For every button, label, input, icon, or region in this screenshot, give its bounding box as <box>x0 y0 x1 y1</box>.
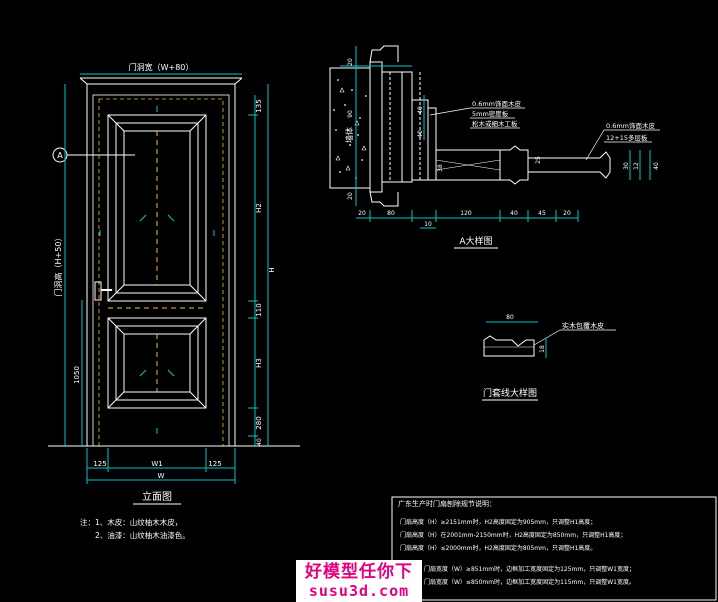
detail-a-top-dim-2: 90 <box>347 110 354 118</box>
detail-a-bottom-dim-3: 120 <box>460 210 472 217</box>
right-dim-h2: H2 <box>255 203 263 213</box>
spec-line-4: 门扇宽度（W）≥851mm时，边框加工宽度固定为125mm，只调整W1宽度； <box>424 565 635 573</box>
detail-a-side-dim-2: 40 <box>417 130 424 138</box>
detail-a-right-dim-3: 40 <box>653 162 660 170</box>
detail-a-label-1: 0.6mm饰面木皮 <box>472 99 522 108</box>
detail-a-right-dim-1: 30 <box>623 162 630 170</box>
watermark-badge: 好模型任你下 susu3d.com <box>296 560 422 602</box>
bottom-dim-125-right: 125 <box>208 460 221 468</box>
lower-panel-middle <box>115 325 199 401</box>
detail-a-bottom-dim-2: 80 <box>387 210 395 217</box>
wall-label: 墙体 <box>344 127 354 143</box>
door-frame-inner <box>92 94 230 447</box>
spec-line-2: 门扇高度（H）在2001mm-2150mm时，H2高度固定为850mm，只调整H… <box>400 531 626 539</box>
frame-detail-top-dim: 80 <box>506 314 514 321</box>
detail-a-bottom-dim-5: 45 <box>538 210 546 217</box>
detail-a-side-dim-1: 40 <box>417 106 424 114</box>
right-dim-40: 40 <box>256 438 263 446</box>
frame-detail: 80 实木包覆木皮 18 门套线大样图 <box>482 314 616 401</box>
watermark-line-2: susu3d.com <box>308 581 410 600</box>
bottom-total-w: W <box>158 472 165 480</box>
note-line-1: 注：1、木皮：山纹柚木木皮， <box>80 517 182 527</box>
note-line-2: 2、油漆：山纹柚木油漆色。 <box>95 530 190 540</box>
detail-a-right-dim-2: 12 <box>633 162 640 170</box>
frame-detail-side-dim: 18 <box>539 345 546 353</box>
right-dim-135: 135 <box>255 99 263 112</box>
right-total-h: H <box>268 267 276 272</box>
handle-height-dim: 1050 <box>73 366 81 384</box>
detail-a-top-dim-1: 20 <box>347 58 354 66</box>
right-dim-h3: H3 <box>255 358 263 368</box>
spec-line-5: 门扇宽度（W）≤850mm时，边框加工宽度固定为115mm，只调整W1宽度。 <box>424 578 635 586</box>
door-width-label: 门洞宽（W+80） <box>129 62 194 72</box>
detail-a-side-dim-4: 25 <box>535 156 542 164</box>
detail-a-side-dim-3: 38 <box>437 164 444 172</box>
spec-title: 广东生产时门扇刨除规节说明： <box>398 499 496 508</box>
detail-a-title: A大样图 <box>459 235 492 247</box>
frame-profile <box>483 335 535 357</box>
detail-a-top-dim-3: 20 <box>347 192 354 200</box>
frame-detail-title: 门套线大样图 <box>483 387 537 399</box>
door-elevation: A 门洞宽（W+80） 门洞高（H+50） 1050 135 H2 110 H3… <box>48 62 300 540</box>
callout-letter: A <box>57 151 63 160</box>
detail-a-bottom-dim-1: 20 <box>358 210 366 217</box>
detail-a-label-5: 12+15多层板 <box>606 133 648 142</box>
lower-panel-outer <box>107 317 207 409</box>
bottom-dim-125-left: 125 <box>93 460 106 468</box>
spec-box: 广东生产时门扇刨除规节说明： 门扇高度（H）≥2151mm时，H2高度固定为90… <box>391 496 717 601</box>
upper-panel-middle <box>115 122 199 294</box>
right-dim-280: 280 <box>255 416 263 429</box>
watermark-line-1: 好模型任你下 <box>305 561 413 582</box>
bottom-dim-w1: W1 <box>151 460 162 468</box>
elevation-title: 立面图 <box>142 490 172 503</box>
upper-panel-outer <box>107 114 207 302</box>
detail-a-section: 墙体 20 90 20 40 40 38 25 0.6m <box>329 45 660 249</box>
spec-line-1: 门扇高度（H）≥2151mm时，H2高度固定为905mm，只调整H1高度； <box>400 518 596 526</box>
detail-a-label-3: 松木或细木工板 <box>472 119 518 128</box>
detail-a-bottom-dim-10: 10 <box>424 221 432 228</box>
frame-detail-label: 实木包覆木皮 <box>562 321 604 330</box>
right-dim-110: 110 <box>255 303 263 316</box>
detail-a-bottom-dim-6: 20 <box>563 210 571 217</box>
door-handle <box>94 281 102 301</box>
door-height-label: 门洞高（H+50） <box>53 234 63 297</box>
detail-a-label-4: 0.6mm饰面木皮 <box>606 121 656 130</box>
door-leaf-hidden-line <box>98 98 224 447</box>
detail-a-label-2: 5mm密度板 <box>472 109 509 118</box>
detail-a-bottom-dim-4: 40 <box>510 210 518 217</box>
spec-line-3: 门扇高度（H）≤2000mm时，H2高度固定为805mm，只调整H1高度。 <box>400 544 596 552</box>
